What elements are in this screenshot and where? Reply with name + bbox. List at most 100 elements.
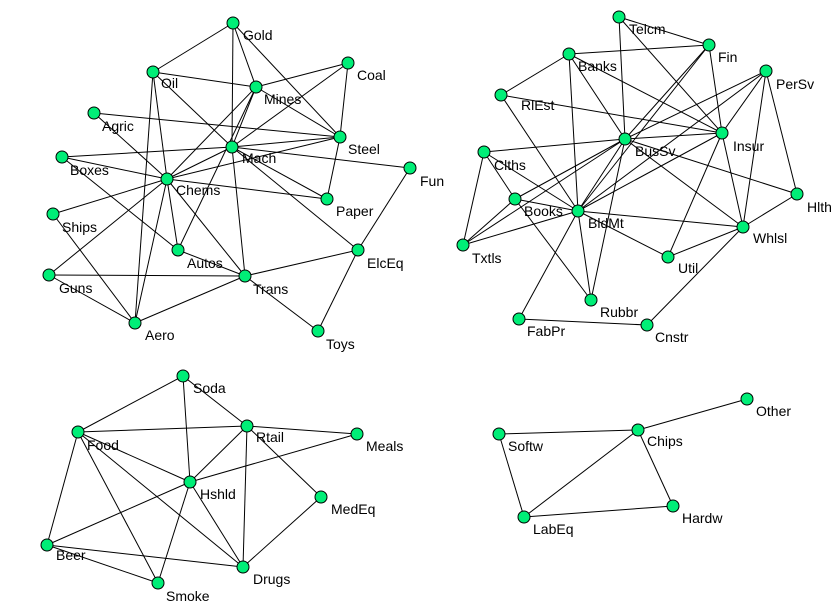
edge-bussv-whlsl <box>624 138 744 228</box>
node-hlth[interactable] <box>790 187 804 201</box>
node-bldmt[interactable] <box>571 204 585 218</box>
edge-chems-ships <box>52 178 168 215</box>
node-aero[interactable] <box>128 316 142 330</box>
node-fun[interactable] <box>403 161 417 175</box>
node-other[interactable] <box>740 392 754 406</box>
edge-boxes-mach <box>61 146 233 158</box>
node-mach[interactable] <box>225 140 239 154</box>
node-food[interactable] <box>71 425 85 439</box>
node-label-fin: Fin <box>718 49 737 65</box>
node-medeq[interactable] <box>314 490 328 504</box>
edge-oil-mines <box>152 71 257 88</box>
node-label-chips: Chips <box>647 433 683 449</box>
edge-clths-books <box>483 151 516 200</box>
node-toys[interactable] <box>311 324 325 338</box>
node-txtls[interactable] <box>456 238 470 252</box>
edge-softw-chips <box>498 429 639 435</box>
edge-rtail-drugs <box>242 425 248 568</box>
node-drugs[interactable] <box>236 560 250 574</box>
node-label-cnstr: Cnstr <box>655 329 689 345</box>
edge-chems-guns <box>48 178 168 276</box>
node-beer[interactable] <box>40 538 54 552</box>
edge-food-hshld <box>77 431 191 483</box>
node-label-banks: Banks <box>578 58 617 74</box>
node-insur[interactable] <box>715 126 729 140</box>
node-gold[interactable] <box>226 16 240 30</box>
edge-persv-insur <box>721 70 767 134</box>
node-fin[interactable] <box>702 38 716 52</box>
edge-boxes-autos <box>61 156 179 251</box>
node-whlsl[interactable] <box>736 220 750 234</box>
node-books[interactable] <box>508 192 522 206</box>
node-hshld[interactable] <box>183 475 197 489</box>
node-guns[interactable] <box>42 268 56 282</box>
edge-persv-whlsl <box>742 70 767 228</box>
node-bussv[interactable] <box>618 132 632 146</box>
edge-ships-aero <box>52 213 136 324</box>
node-label-autos: Autos <box>187 255 223 271</box>
node-label-medeq: MedEq <box>331 501 375 517</box>
node-cnstr[interactable] <box>640 318 654 332</box>
node-steel[interactable] <box>333 130 347 144</box>
node-rtail[interactable] <box>240 419 254 433</box>
node-rubbr[interactable] <box>584 293 598 307</box>
edge-whlsl-util <box>667 226 744 258</box>
edge-telcm-fin <box>618 16 710 46</box>
edge-food-drugs <box>77 431 244 568</box>
node-clths[interactable] <box>477 145 491 159</box>
node-persv[interactable] <box>759 64 773 78</box>
edge-rlest-bldmt <box>500 94 579 212</box>
edge-oil-mach <box>152 71 233 148</box>
node-trans[interactable] <box>238 269 252 283</box>
node-label-util: Util <box>678 260 698 276</box>
node-mines[interactable] <box>249 80 263 94</box>
edge-steel-paper <box>326 136 341 200</box>
edge-banks-insur <box>568 53 723 134</box>
node-autos[interactable] <box>171 243 185 257</box>
node-boxes[interactable] <box>55 150 69 164</box>
node-util[interactable] <box>661 250 675 264</box>
edge-medeq-drugs <box>242 496 322 568</box>
edge-bussv-clths <box>483 138 626 153</box>
node-meals[interactable] <box>350 427 364 441</box>
node-elceq[interactable] <box>351 243 365 257</box>
node-label-rubbr: Rubbr <box>600 304 638 320</box>
edge-bussv-hlth <box>624 138 798 195</box>
edge-insur-bldmt <box>577 132 723 212</box>
node-coal[interactable] <box>341 56 355 70</box>
edge-persv-hlth <box>765 70 798 195</box>
node-oil[interactable] <box>146 65 160 79</box>
node-chips[interactable] <box>631 423 645 437</box>
edge-books-txtls <box>462 198 516 246</box>
node-fabpr[interactable] <box>512 312 526 326</box>
edge-agric-chems <box>93 112 168 180</box>
edge-rtail-medeq <box>246 425 322 498</box>
node-softw[interactable] <box>492 427 506 441</box>
node-telcm[interactable] <box>612 10 626 24</box>
edge-banks-bussv <box>568 53 626 140</box>
node-banks[interactable] <box>562 47 576 61</box>
edge-trans-aero <box>134 275 246 324</box>
node-ships[interactable] <box>46 207 60 221</box>
node-chems[interactable] <box>160 172 174 186</box>
node-labeq[interactable] <box>517 510 531 524</box>
edge-telcm-insur <box>618 16 723 134</box>
node-label-insur: Insur <box>733 138 764 154</box>
node-label-trans: Trans <box>253 281 288 297</box>
node-label-bussv: BusSv <box>635 143 675 159</box>
edge-hshld-meals <box>189 433 358 483</box>
node-hardw[interactable] <box>666 499 680 513</box>
edge-oil-chems <box>152 71 168 180</box>
node-rlest[interactable] <box>494 88 508 102</box>
edge-bussv-txtls <box>462 138 626 246</box>
node-paper[interactable] <box>320 192 334 206</box>
edge-bussv-insur <box>624 132 723 140</box>
edge-agric-steel <box>93 112 341 138</box>
node-smoke[interactable] <box>151 576 165 590</box>
node-label-fabpr: FabPr <box>527 323 565 339</box>
edge-hshld-beer <box>46 481 191 546</box>
edge-mach-chems <box>166 146 233 180</box>
node-label-agric: Agric <box>102 118 134 134</box>
node-soda[interactable] <box>176 369 190 383</box>
node-agric[interactable] <box>87 106 101 120</box>
